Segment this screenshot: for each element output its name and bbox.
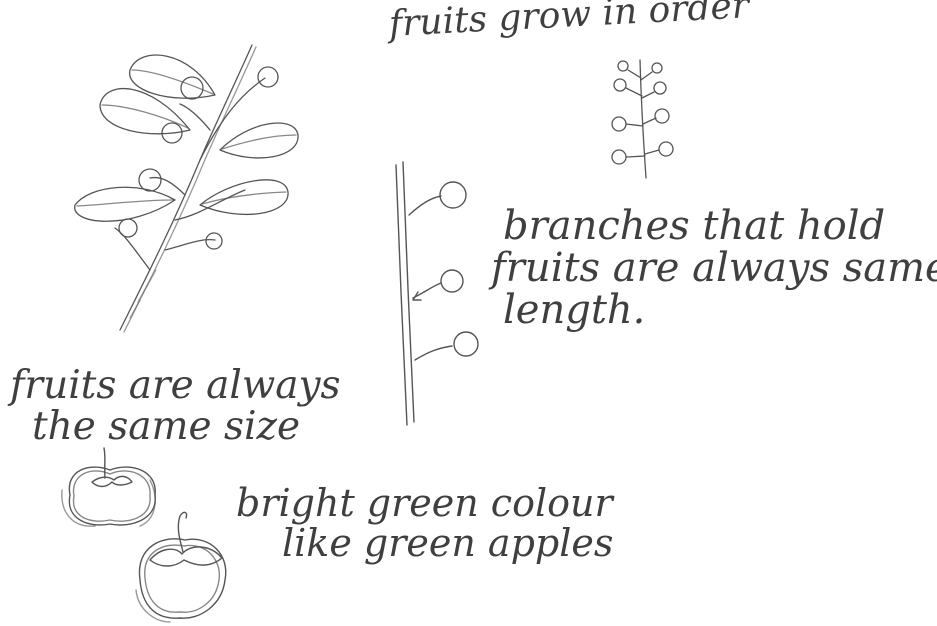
- note-colour: bright green colour like green apples: [236, 484, 613, 564]
- note-line: fruits are always same: [491, 247, 937, 289]
- note-branch-length: branches that hold fruits are always sam…: [503, 205, 937, 331]
- fruit-sketch-1: [62, 448, 155, 526]
- branch-length-diagram: [396, 162, 478, 425]
- note-line: branches that hold: [503, 205, 937, 247]
- note-line: fruits are always: [10, 366, 341, 407]
- note-line: bright green colour: [236, 484, 613, 524]
- fruit-order-diagram: [612, 60, 673, 178]
- note-line: length.: [503, 289, 937, 331]
- fruit-sketch-2: [136, 512, 226, 622]
- fruit-sketches: [62, 448, 226, 622]
- note-fruit-size: fruits are always the same size: [10, 366, 341, 448]
- leafy-branch-sketch: [75, 45, 298, 332]
- note-line: like green apples: [282, 524, 613, 564]
- note-line: the same size: [32, 407, 341, 448]
